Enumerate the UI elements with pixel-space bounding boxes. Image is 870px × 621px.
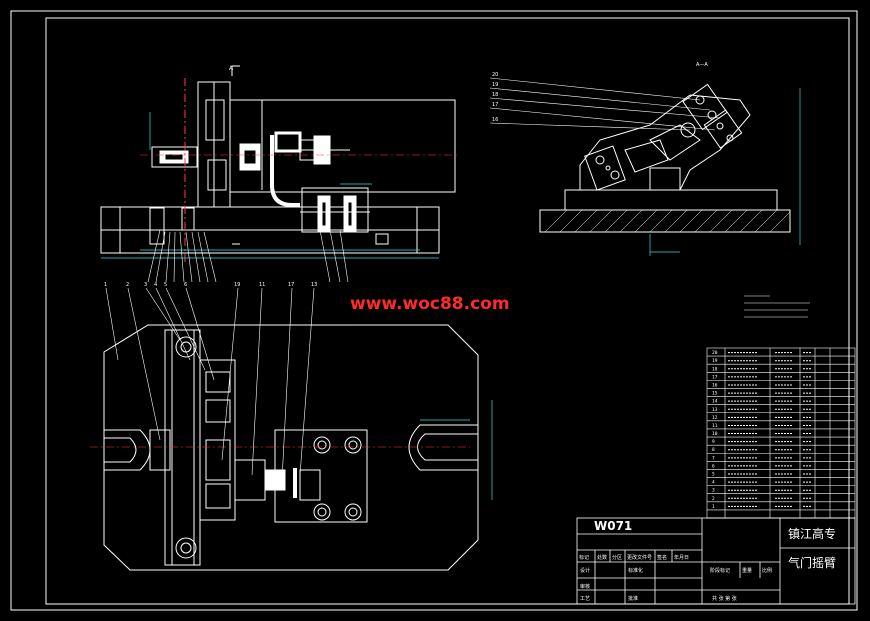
plan-leader-6: 6: [184, 282, 187, 288]
bom-number: 11: [712, 423, 718, 429]
leader-20: 20: [492, 72, 498, 78]
weight-label: 重量: [742, 567, 752, 574]
plan-dimensions: [420, 400, 493, 500]
plan-leader-5: 5: [164, 282, 167, 288]
bom-number: 7: [712, 455, 715, 461]
row-label-doc: 更改文件号: [627, 554, 652, 561]
leader-17: 17: [492, 102, 498, 108]
sheet-label: 共 张 第 张: [712, 595, 737, 602]
bom-number: 2: [712, 496, 715, 502]
plan-leader-1: 1: [104, 282, 107, 288]
row-label-mark: 标记: [579, 554, 589, 561]
leader-18: 18: [492, 92, 498, 98]
approve-label: 批准: [628, 595, 638, 602]
bom-number: 19: [712, 358, 718, 364]
row-label-date: 年月日: [674, 554, 689, 561]
watermark: www.woc88.com: [350, 294, 510, 314]
bom-number: 13: [712, 407, 718, 413]
plan-leader-4: 4: [154, 282, 157, 288]
front-dimensions: [101, 112, 439, 259]
bom-number: 8: [712, 447, 715, 453]
bom-number: 14: [712, 399, 718, 405]
title-block: [576, 517, 856, 605]
bom-number: 17: [712, 374, 718, 380]
front-view: [100, 65, 456, 254]
section-dimensions: [649, 88, 801, 256]
bom-number: 12: [712, 415, 718, 421]
plan-leaders: [105, 287, 315, 481]
review-label: 审核: [580, 583, 590, 590]
plan-leader-11: 11: [259, 282, 265, 288]
plan-leader-3: 3: [144, 282, 147, 288]
plan-leader-13: 13: [311, 282, 317, 288]
bom-number: 15: [712, 391, 718, 397]
bom-number: 4: [712, 480, 715, 486]
bom-number: 5: [712, 472, 715, 478]
bom-number: 6: [712, 463, 715, 469]
scale-label: 比例: [762, 567, 772, 574]
designer-label: 设计: [580, 567, 590, 574]
row-label-sign: 签名: [657, 554, 667, 561]
technical-notes: [744, 295, 810, 318]
leader-16: 16: [492, 117, 498, 123]
part-name: 气门摇臂: [788, 555, 836, 570]
leader-19: 19: [492, 82, 498, 88]
bom-cells: [728, 352, 811, 507]
section-view: [539, 83, 791, 233]
bom-number: 3: [712, 488, 715, 494]
plan-leader-19: 19: [234, 282, 240, 288]
stage-label: 阶段标记: [710, 567, 730, 574]
standardize-label: 标准化: [628, 567, 643, 574]
process-label: 工艺: [580, 596, 590, 602]
bom-number: 20: [712, 350, 718, 356]
outer-frame: [10, 10, 858, 611]
bom-number: 18: [712, 366, 718, 372]
bom-table: [706, 347, 856, 519]
bom-number: 9: [712, 439, 715, 445]
row-label-zone: 分区: [612, 554, 622, 561]
plan-view: [103, 324, 479, 571]
front-leaders: [147, 229, 349, 283]
section-leaders: [489, 77, 721, 131]
plan-leader-17: 17: [288, 282, 294, 288]
bom-number: 10: [712, 431, 718, 437]
section-label-aa: A—A: [696, 62, 708, 68]
school-name: 镇江高专: [788, 526, 836, 541]
section-label-a: A: [229, 65, 234, 72]
plan-leader-2: 2: [126, 282, 129, 288]
bom-number: 16: [712, 382, 718, 388]
inner-frame: [45, 17, 850, 605]
drawing-code: W071: [594, 519, 632, 533]
bom-number: 1: [712, 504, 715, 510]
row-label-count: 处数: [597, 554, 607, 561]
bom-numbers: 20 19 18 17 16 15 14 13 12 11 10 9 8 7 6 5 4 3 2 1: [712, 350, 718, 510]
